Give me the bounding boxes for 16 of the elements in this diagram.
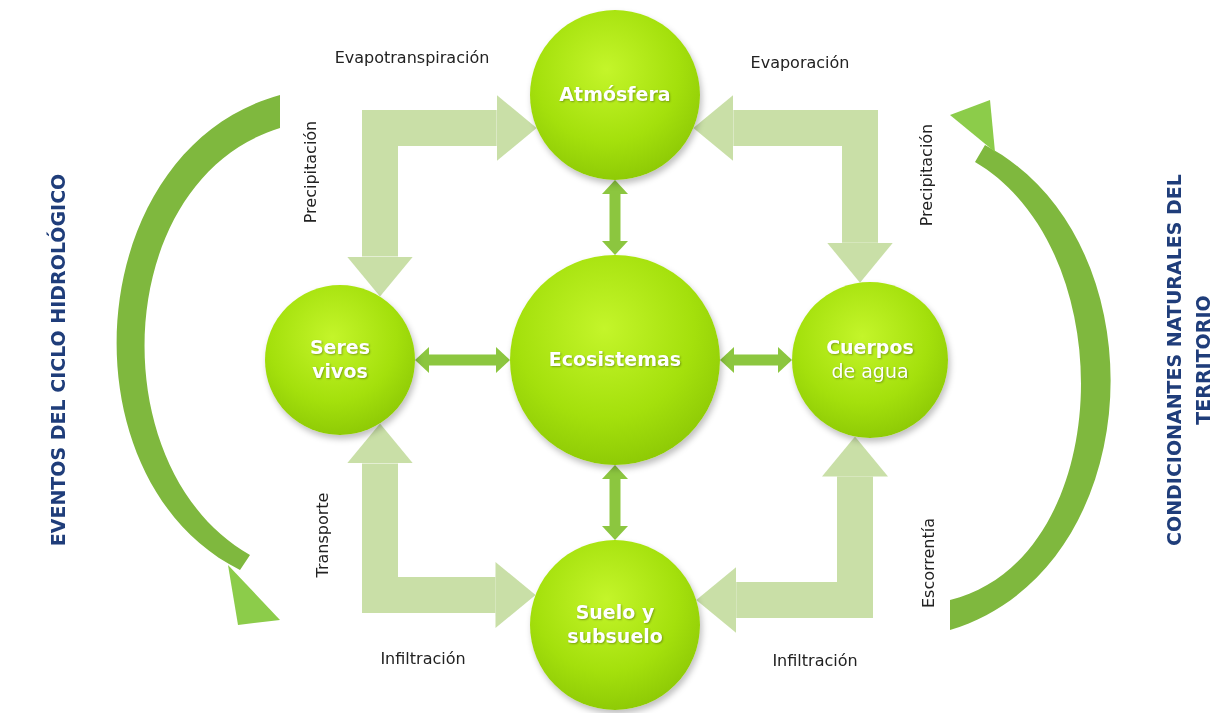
- side-title: EVENTOS DEL CICLO HIDROLÓGICO: [45, 172, 70, 549]
- arrow: [347, 95, 537, 297]
- arrow: [602, 180, 628, 255]
- node-label: Seres vivos: [308, 336, 372, 384]
- arrow: [415, 347, 510, 373]
- arrow: [720, 347, 792, 373]
- arrow: [347, 423, 536, 628]
- node-label: Cuerpos: [826, 336, 914, 360]
- node-label: Atmósfera: [559, 83, 671, 107]
- node-label: de agua: [831, 360, 909, 384]
- node-label: Ecosistemas: [548, 348, 682, 372]
- arrow: [693, 95, 893, 283]
- node-label: Suelo y subsuelo: [566, 601, 664, 649]
- side-title: CONDICIONANTES NATURALES DEL TERRITORIO: [1161, 173, 1214, 548]
- arrow: [602, 465, 628, 540]
- arrow: [696, 436, 888, 633]
